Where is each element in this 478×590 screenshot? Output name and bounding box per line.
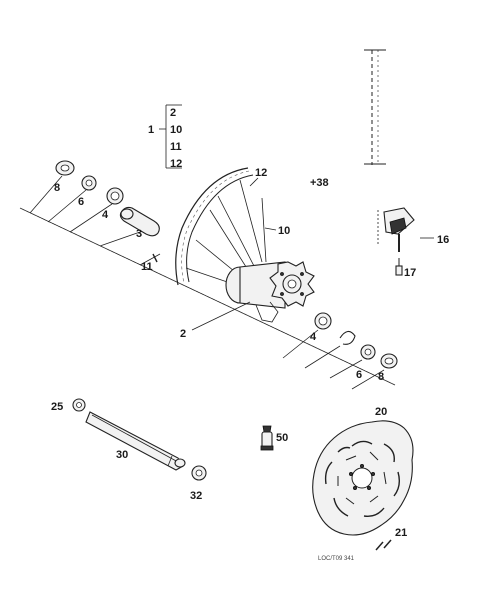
- label-1: 1: [148, 124, 154, 136]
- label-25: 25: [51, 401, 63, 413]
- label-6-right: 6: [356, 369, 362, 381]
- label-8-left: 8: [54, 182, 60, 194]
- seal-6-right: [360, 344, 376, 360]
- washer-25: [72, 398, 86, 412]
- label-1-11: 11: [170, 141, 182, 153]
- nut-17: [395, 258, 403, 276]
- brake-disc-icon: [312, 420, 414, 536]
- axle-30: [85, 411, 186, 471]
- label-20: 20: [375, 406, 387, 418]
- label-50: 50: [276, 432, 288, 444]
- assembly-bracket-1: 1 2 10 11 12: [148, 104, 182, 170]
- label-1-12: 12: [170, 158, 182, 170]
- circlip-right: [339, 330, 356, 345]
- axle-centerline: [19, 207, 396, 386]
- spoke-icon: [364, 49, 386, 165]
- label-4-left: 4: [102, 209, 109, 221]
- drawing-code: LOC/T09 341: [318, 556, 355, 562]
- distance-sleeve-3: [119, 206, 160, 237]
- nipple-11: [152, 253, 158, 263]
- label-6-left: 6: [78, 196, 84, 208]
- label-16: 16: [437, 234, 449, 246]
- lubricant-tube-50: [260, 425, 274, 451]
- seal-6-left: [81, 175, 97, 191]
- label-38: +38: [310, 177, 329, 189]
- spacer-8-left: [55, 160, 75, 176]
- label-4-right: 4: [310, 331, 317, 343]
- label-17: 17: [404, 267, 416, 279]
- label-11: 11: [141, 261, 153, 273]
- spacer-8-right: [380, 353, 398, 369]
- rim-lock-16: [377, 207, 434, 252]
- label-8-right: 8: [378, 371, 384, 383]
- label-32: 32: [190, 490, 202, 502]
- bearing-4-left: [106, 187, 124, 205]
- label-21: 21: [395, 527, 407, 539]
- bearing-4-right: [314, 312, 332, 330]
- label-2: 2: [180, 328, 186, 340]
- label-1-2: 2: [170, 107, 176, 119]
- wheel-icon: [175, 167, 315, 323]
- label-1-10: 10: [170, 124, 182, 136]
- axle-nut-32: [191, 465, 207, 481]
- label-30: 30: [116, 449, 128, 461]
- label-12: 12: [255, 167, 267, 179]
- label-10: 10: [278, 225, 290, 237]
- disc-bolts-21: [375, 539, 392, 551]
- label-3: 3: [136, 228, 142, 240]
